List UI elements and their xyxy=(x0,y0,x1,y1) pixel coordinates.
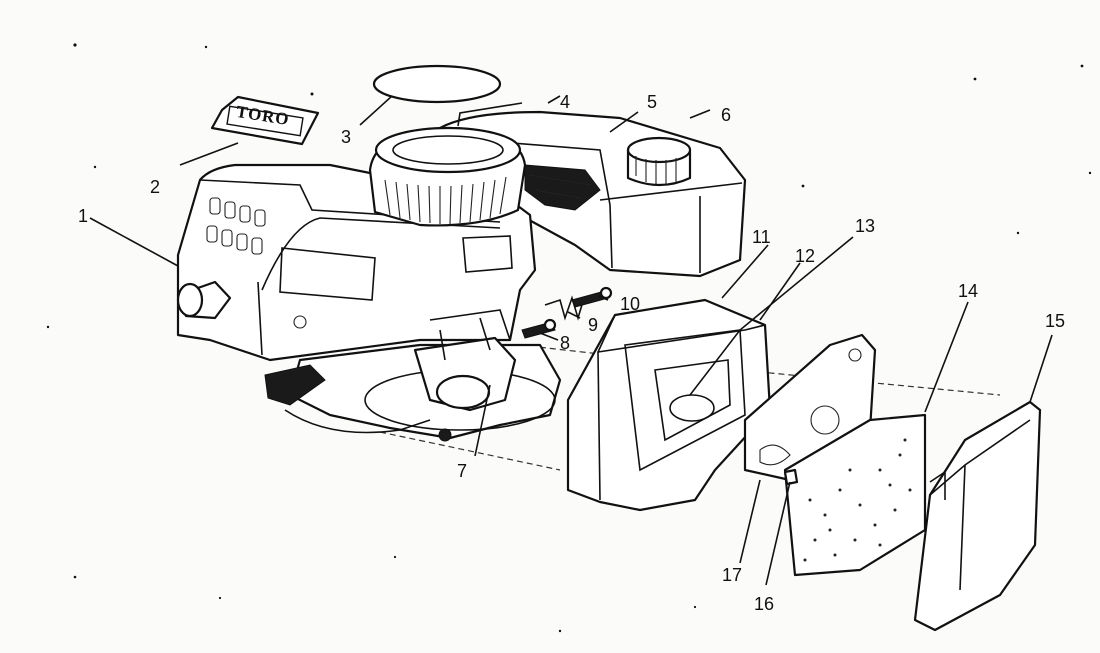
callout-17: 17 xyxy=(722,565,743,585)
air-cleaner-base-11 xyxy=(566,298,772,512)
screw-8 xyxy=(521,318,557,339)
screw-10 xyxy=(571,286,613,308)
spring-9 xyxy=(544,295,585,321)
callout-8: 8 xyxy=(560,333,571,353)
callout-16: 16 xyxy=(754,594,775,614)
spark-plug-boot-1 xyxy=(176,280,232,320)
callout-11: 11 xyxy=(752,227,771,247)
callout-6: 6 xyxy=(721,105,732,125)
fuel-cap-6 xyxy=(626,136,692,187)
decal-plate-2 xyxy=(210,95,320,146)
callout-4: 4 xyxy=(560,92,571,112)
callout-12: 12 xyxy=(795,246,816,266)
callout-14: 14 xyxy=(958,281,979,301)
foam-filter-14 xyxy=(783,413,927,577)
callout-9: 9 xyxy=(588,315,599,335)
callout-10: 10 xyxy=(620,294,641,314)
governor-linkage xyxy=(524,164,601,211)
leader-lines xyxy=(89,95,1053,586)
air-cleaner-cover-15 xyxy=(913,400,1042,632)
callout-1: 1 xyxy=(78,206,89,226)
callout-7: 7 xyxy=(457,461,468,481)
callout-3: 3 xyxy=(341,127,352,147)
nut-16 xyxy=(783,468,799,486)
callout-2: 2 xyxy=(150,177,161,197)
callout-15: 15 xyxy=(1045,311,1066,331)
recoil-starter xyxy=(368,126,527,227)
gasket-3 xyxy=(372,64,502,104)
callout-13: 13 xyxy=(855,216,876,236)
carburetor-7 xyxy=(413,309,517,412)
callout-5: 5 xyxy=(647,92,658,112)
